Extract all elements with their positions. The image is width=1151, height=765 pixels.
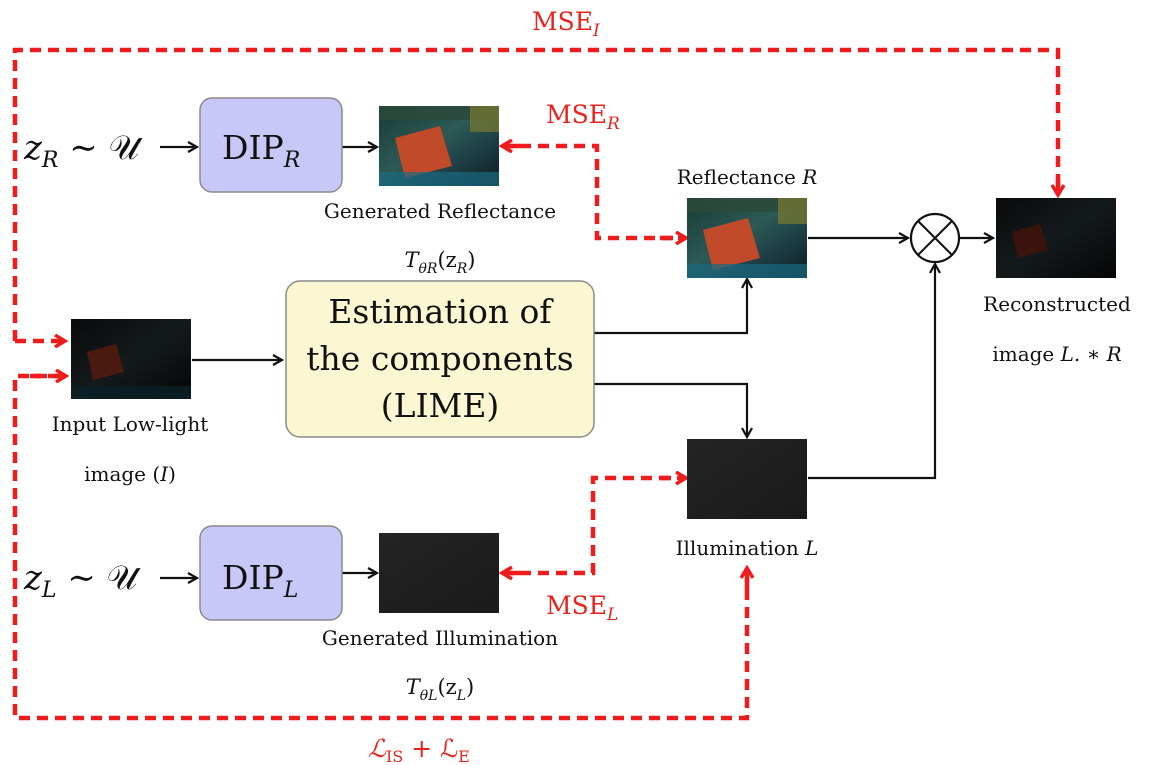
- mse-l-loop: [502, 478, 686, 573]
- loss-is-e-loop: [12, 376, 747, 721]
- generated-reflectance-caption: Generated Reflectance: [324, 199, 556, 223]
- flow-arrows: [160, 147, 993, 578]
- lime-line-2: the components: [306, 339, 573, 378]
- illumination-label: Illumination L: [676, 536, 819, 560]
- multiply-node: [909, 212, 961, 264]
- reflectance-image: [687, 198, 807, 278]
- lime-line-3: (LIME): [381, 386, 500, 425]
- illumination-image: [687, 439, 807, 519]
- mse-i-label: MSEI: [532, 7, 600, 41]
- lime-line-1: Estimation of: [328, 292, 554, 331]
- input-caption-line-2: image (I): [84, 462, 176, 486]
- reconstructed-image: [996, 198, 1116, 278]
- generated-illumination-caption: Generated Illumination: [322, 626, 558, 650]
- t-theta-r-label: TθR(zR): [404, 248, 475, 277]
- z-r-label: zR ∼ 𝒰: [23, 128, 144, 173]
- mse-r-label: MSER: [546, 100, 620, 134]
- z-l-label: zL ∼ 𝒰: [23, 558, 142, 603]
- dip-r-box: [199, 97, 343, 193]
- dip-l-box: [199, 525, 343, 621]
- dip-l-label: DIPL: [222, 558, 298, 603]
- generated-illumination-image: [379, 533, 499, 613]
- t-theta-l-label: TθL(zL): [406, 675, 475, 704]
- input-caption-line-1: Input Low-light: [52, 412, 209, 436]
- reconstructed-caption-line-2: image L. ∗ R: [992, 342, 1121, 366]
- reflectance-label: Reflectance R: [677, 165, 818, 189]
- lime-box: [285, 280, 595, 438]
- mse-i-loop: [12, 47, 1058, 341]
- input-lowlight-image: [71, 319, 191, 399]
- mse-l-label: MSEL: [546, 591, 618, 625]
- loss-is-e-label: ℒIS + ℒE: [368, 734, 470, 765]
- generated-reflectance-image: [379, 106, 499, 186]
- dip-r-label: DIPR: [222, 128, 300, 173]
- mse-r-loop: [502, 146, 686, 238]
- reconstructed-caption-line-1: Reconstructed: [983, 292, 1131, 316]
